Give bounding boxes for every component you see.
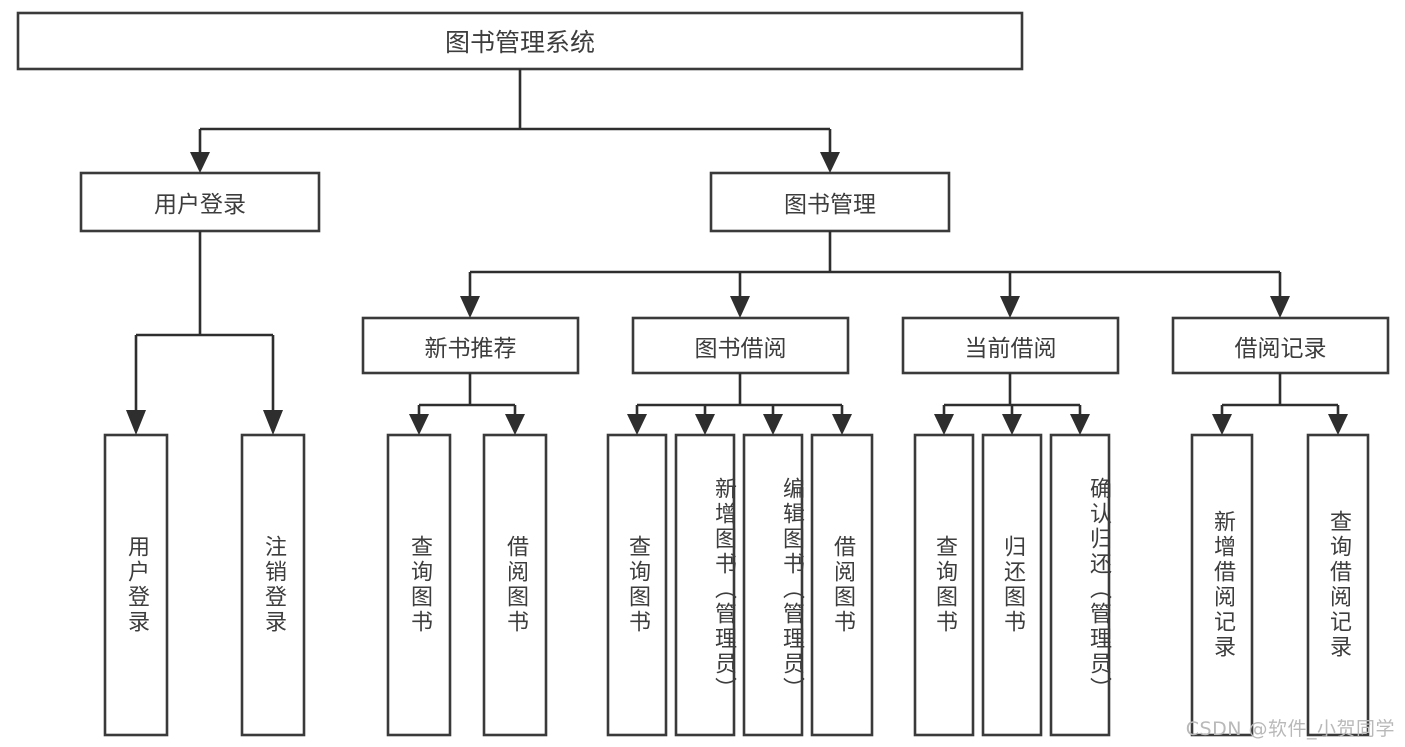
leaf-query-book-3-box[interactable] xyxy=(913,433,975,737)
connector-book-borrow-to-leaves xyxy=(627,373,852,435)
leaf-logout-box[interactable] xyxy=(240,433,306,737)
arrow-to-leaf-borrow-book-1 xyxy=(505,414,525,435)
connector-new-book-recommend-to-leaves xyxy=(409,373,525,435)
arrow-to-leaf-query-book-1 xyxy=(409,414,429,435)
arrow-to-borrow-record xyxy=(1270,296,1290,318)
connector-root-to-level2 xyxy=(190,69,840,173)
arrow-to-new-book-recommend xyxy=(460,296,480,318)
connector-book-manage-to-level3 xyxy=(460,231,1290,318)
arrow-to-leaf-borrow-book-2 xyxy=(832,414,852,435)
arrow-to-current-borrow xyxy=(1000,296,1020,318)
leaf-edit-book-box[interactable] xyxy=(742,433,804,737)
leaf-borrow-book-1-box[interactable] xyxy=(482,433,548,737)
arrow-to-leaf-query-book-3 xyxy=(934,414,954,435)
leaf-add-book-box[interactable] xyxy=(674,433,736,737)
node-book-manage-box[interactable] xyxy=(709,171,951,233)
leaf-query-book-1-box[interactable] xyxy=(386,433,452,737)
node-current-borrow-box[interactable] xyxy=(901,316,1120,375)
node-root-box[interactable] xyxy=(16,11,1024,71)
connector-borrow-record-to-leaves xyxy=(1212,373,1348,435)
leaf-return-book-box[interactable] xyxy=(981,433,1043,737)
node-user-login-box[interactable] xyxy=(79,171,321,233)
arrow-to-user-login xyxy=(190,152,210,173)
connector-current-borrow-to-leaves xyxy=(934,373,1090,435)
node-new-book-recommend-box[interactable] xyxy=(361,316,580,375)
leaf-query-book-2-box[interactable] xyxy=(606,433,668,737)
node-book-borrow-box[interactable] xyxy=(631,316,850,375)
leaf-confirm-return-box[interactable] xyxy=(1049,433,1111,737)
arrow-to-leaf-add-record xyxy=(1212,414,1232,435)
arrow-to-book-borrow xyxy=(730,296,750,318)
arrow-to-leaf-return-book xyxy=(1002,414,1022,435)
arrow-to-leaf-user-login xyxy=(126,410,146,435)
arrow-to-leaf-confirm-return xyxy=(1070,414,1090,435)
connector-user-login-to-leaves xyxy=(126,231,283,435)
leaf-borrow-book-2-box[interactable] xyxy=(810,433,874,737)
leaf-add-record-box[interactable] xyxy=(1190,433,1254,737)
arrow-to-leaf-query-record xyxy=(1328,414,1348,435)
node-borrow-record-box[interactable] xyxy=(1171,316,1390,375)
arrow-to-leaf-add-book xyxy=(695,414,715,435)
leaf-query-record-box[interactable] xyxy=(1306,433,1370,737)
arrow-to-leaf-edit-book xyxy=(763,414,783,435)
leaf-user-login-box[interactable] xyxy=(103,433,169,737)
arrow-to-leaf-logout xyxy=(263,410,283,435)
arrow-to-book-manage xyxy=(820,152,840,173)
arrow-to-leaf-query-book-2 xyxy=(627,414,647,435)
